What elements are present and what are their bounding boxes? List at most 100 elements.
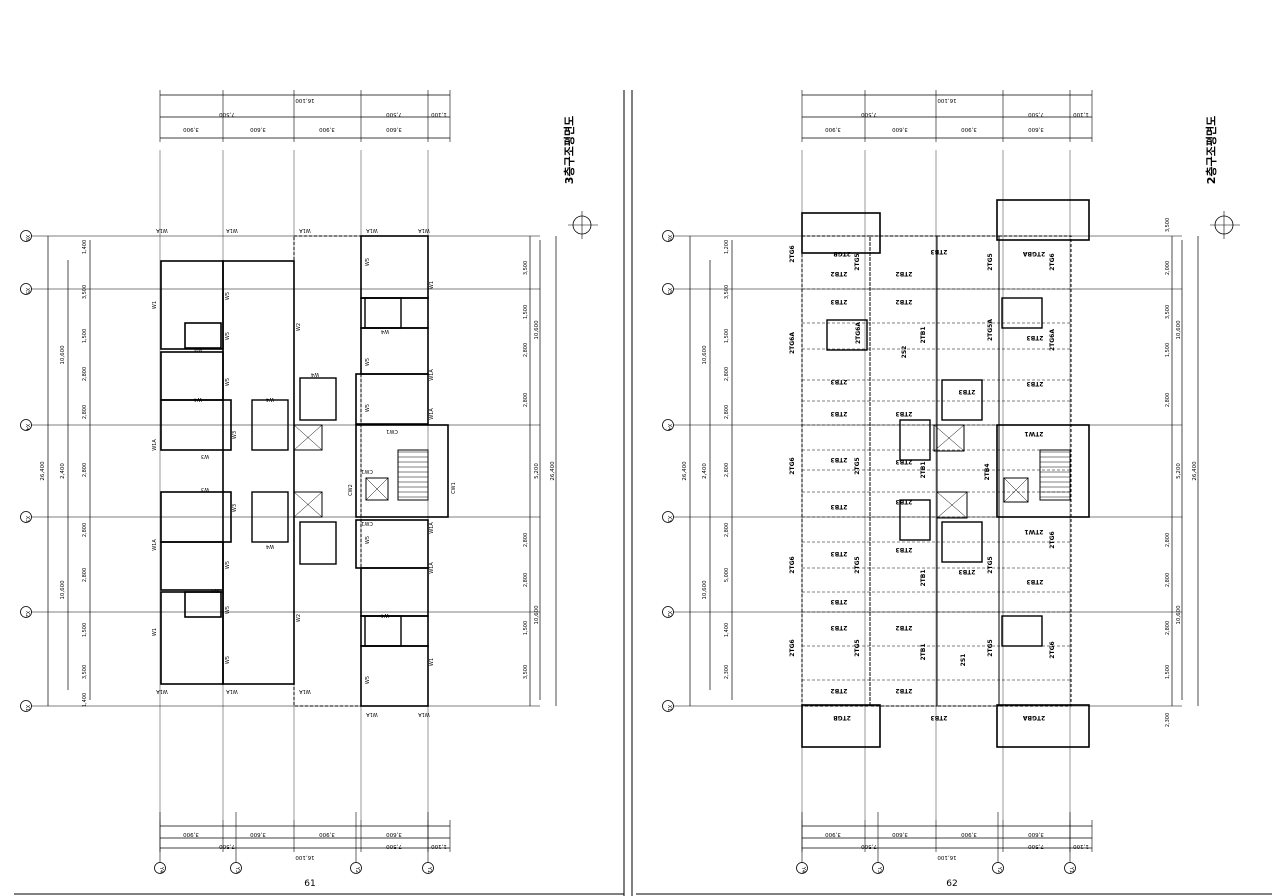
beam-tag: 2TB3 <box>830 550 847 557</box>
beam-tag: 2TB3 <box>830 410 847 417</box>
beam-tag: 2TG6A <box>1049 329 1056 351</box>
elevator-cross <box>1003 477 1029 503</box>
grid-bubble-label: X1 <box>24 705 30 712</box>
grid-bubble-label: Y4 <box>800 866 806 873</box>
dim-span: 1,500 <box>724 329 730 343</box>
dim-span: 2,800 <box>1165 621 1171 635</box>
grid-bubble-circle <box>20 419 32 431</box>
dim-total: 26,400 <box>550 461 556 481</box>
dim-span: 3,500 <box>1165 218 1171 232</box>
wall-tag: W3 <box>201 486 209 492</box>
beam-tag: 2TW1 <box>1024 430 1043 437</box>
beam-tag: 2TB1 <box>920 461 927 478</box>
shaft-cross <box>933 424 965 452</box>
wall-tag: W4 <box>266 543 274 549</box>
beam-tag: 2TB2 <box>895 298 912 305</box>
beam-tag: 2TG5 <box>987 556 994 573</box>
beam-tag: 2TG5A <box>987 319 994 341</box>
dim-inner: 3,600 <box>250 831 266 837</box>
room-wall <box>364 297 402 329</box>
core-wall <box>355 424 449 518</box>
dim-total: 26,400 <box>1192 461 1198 481</box>
dim-group: 10,600 <box>60 345 66 365</box>
wall-tag: CW1 <box>386 428 398 434</box>
beam-tag: 2TG5 <box>987 639 994 656</box>
beam-tag: 2TB3 <box>895 410 912 417</box>
shaft <box>933 424 965 452</box>
room-wall <box>899 419 931 461</box>
dim-span: 2,800 <box>82 405 88 419</box>
wall-tag: W5 <box>225 561 231 569</box>
beam-tag: 2TB2 <box>895 624 912 631</box>
dim-mid: 1,100 <box>1073 843 1089 849</box>
grid-bubble: Y1 <box>422 862 434 874</box>
grid-bubble-label: X6 <box>24 235 30 242</box>
beam-tag: 2TB2 <box>830 270 847 277</box>
elevator <box>365 477 389 501</box>
wall-tag: CW1 <box>361 520 373 526</box>
structural-walls: W1W1W2W2W5W5W5W5W5W5W5W5W5W5W5W4W4W4W4W4… <box>152 227 457 717</box>
wall-tag: W5 <box>365 258 371 266</box>
grid-bubble: X3 <box>20 511 32 523</box>
wall-tag: W1 <box>429 658 435 666</box>
balcony-wall <box>801 704 881 748</box>
grid-bubble-circle <box>872 862 884 874</box>
slab-outline <box>869 235 938 707</box>
beam-tag: 2TG6 <box>789 556 796 573</box>
grid-bubble-label: X6 <box>666 235 672 242</box>
wall-tag: W1A <box>226 227 238 233</box>
grid-bubble: X5 <box>20 283 32 295</box>
room-wall <box>899 499 931 541</box>
page-number: 61 <box>304 879 315 889</box>
dim-mid: 7,500 <box>861 843 877 849</box>
wall-tag: W1 <box>429 281 435 289</box>
dim-inner: 3,900 <box>183 831 199 837</box>
beam-tag: 2TB2 <box>895 687 912 694</box>
beam-tag: 2TW1 <box>1024 528 1043 535</box>
dim-inner: 3,900 <box>825 126 841 132</box>
beam-tag: 2TB3 <box>830 598 847 605</box>
drawing-title: 3층구조평면도 <box>562 116 576 184</box>
grid-bubble: X4 <box>20 419 32 431</box>
beam-tag: 2TB3 <box>830 456 847 463</box>
grid-bubble-label: X5 <box>666 288 672 295</box>
wall-tag: W5 <box>225 378 231 386</box>
beam-tag: 2TB3 <box>958 568 975 575</box>
beam-tag: 2TG6 <box>789 639 796 656</box>
beam-tag: 2TG5 <box>854 556 861 573</box>
wall-tag: W1A <box>156 688 168 694</box>
grid-bubble: X2 <box>20 606 32 618</box>
page-number: 62 <box>946 879 957 889</box>
dim-mid: 1,100 <box>431 843 447 849</box>
dim-group: 10,600 <box>534 320 540 340</box>
dim-span: 3,500 <box>523 261 529 275</box>
grid-bubble-circle <box>662 606 674 618</box>
room-wall <box>1001 297 1043 329</box>
wall-tag: W5 <box>365 404 371 412</box>
dim-inner: 3,600 <box>1028 126 1044 132</box>
grid-bubble-label: X1 <box>666 705 672 712</box>
beam-tag: 2TG5 <box>854 457 861 474</box>
wall-tag: W1A <box>152 539 158 551</box>
grid-bubble: X6 <box>20 230 32 242</box>
grid-bubble: Y2 <box>992 862 1004 874</box>
balcony-wall <box>996 199 1090 241</box>
wall-tag: W1A <box>366 711 378 717</box>
dim-span: 2,800 <box>1165 533 1171 547</box>
beam-tag: 2TG5 <box>854 639 861 656</box>
beam-tag: 2TB3 <box>1026 380 1043 387</box>
dim-total: 26,400 <box>682 461 688 481</box>
balcony-wall <box>996 704 1090 748</box>
grid-bubble: X1 <box>20 700 32 712</box>
dim-inner: 3,600 <box>250 126 266 132</box>
wall-tag: W5 <box>225 332 231 340</box>
shaft <box>293 424 323 451</box>
dim-overall: 16,100 <box>295 854 315 860</box>
room-wall <box>251 399 289 451</box>
room-wall <box>355 373 429 425</box>
dim-span: 2,800 <box>82 463 88 477</box>
wall-tag: W1A <box>418 711 430 717</box>
wall-tag: W4 <box>194 396 202 402</box>
room-wall <box>184 591 222 618</box>
